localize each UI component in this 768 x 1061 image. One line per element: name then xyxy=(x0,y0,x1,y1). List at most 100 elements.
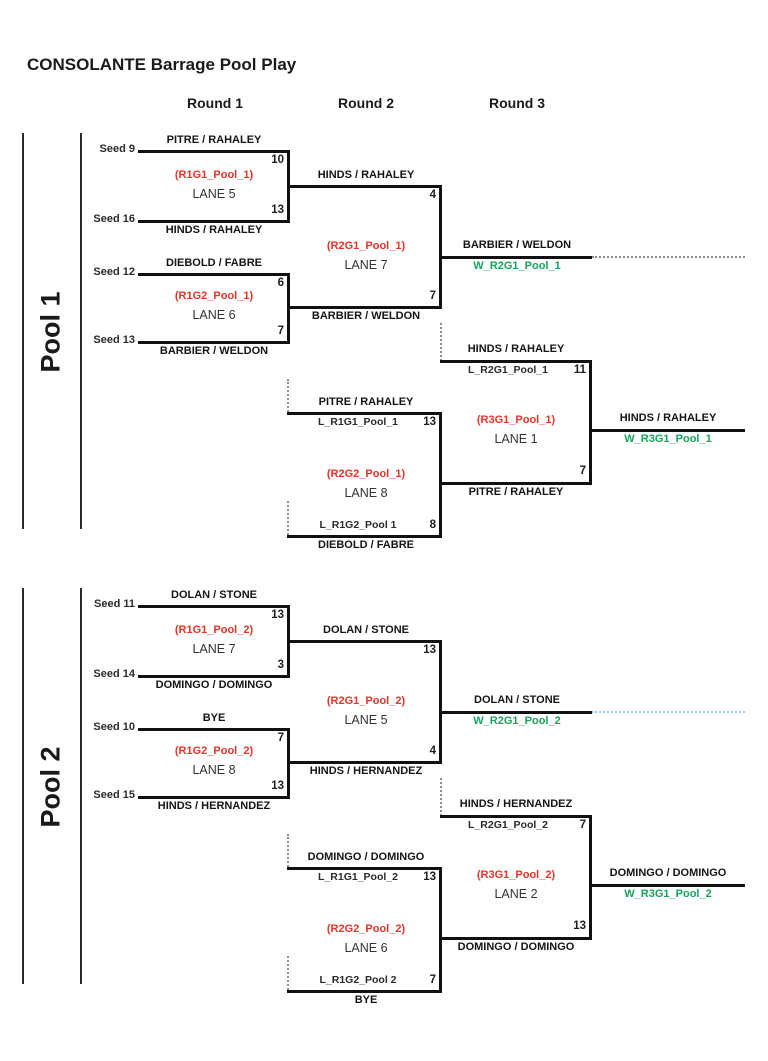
bracket-vertical xyxy=(439,412,442,538)
match-entry-line xyxy=(440,937,592,940)
score: 13 xyxy=(423,416,436,428)
lane-label: LANE 8 xyxy=(192,763,236,777)
lane-label: LANE 7 xyxy=(344,258,388,272)
score: 7 xyxy=(579,465,586,477)
seed-line xyxy=(138,605,290,608)
match-entry-line xyxy=(287,185,442,188)
lane-label: LANE 5 xyxy=(192,187,236,201)
score: 13 xyxy=(573,920,586,932)
pool-boundary-line xyxy=(22,588,24,984)
winner-line xyxy=(439,711,592,714)
team-name: DIEBOLD / FABRE xyxy=(166,257,262,269)
winner-tag: W_R3G1_Pool_2 xyxy=(624,888,712,900)
score: 7 xyxy=(277,732,284,744)
winner-tag: W_R2G1_Pool_2 xyxy=(473,715,561,727)
team-name: DOLAN / STONE xyxy=(323,624,409,636)
team-name: DOMINGO / DOMINGO xyxy=(307,851,425,863)
pool-2-section: Pool 2 Seed 11 Seed 14 Seed 10 Seed 15 xyxy=(0,580,768,1020)
winner-team-name: BARBIER / WELDON xyxy=(462,239,572,251)
loser-tag: L_R2G1_Pool_2 xyxy=(468,819,548,831)
match-id: (R1G2_Pool_2) xyxy=(174,745,254,757)
winner-tag: W_R2G1_Pool_1 xyxy=(473,260,561,272)
match-id: (R2G1_Pool_2) xyxy=(326,695,406,707)
team-name: DOMINGO / DOMINGO xyxy=(457,941,575,953)
match-id: (R2G2_Pool_1) xyxy=(326,468,406,480)
score: 7 xyxy=(429,974,436,986)
match-entry-line xyxy=(287,990,442,993)
match-id: (R2G1_Pool_1) xyxy=(326,240,406,252)
match-entry-line xyxy=(440,360,592,363)
score: 11 xyxy=(573,364,586,376)
seed-line xyxy=(138,796,290,799)
round-1-header: Round 1 xyxy=(187,95,243,111)
match-entry-line xyxy=(287,306,442,309)
seed-line xyxy=(138,220,290,223)
bracket-vertical xyxy=(439,185,442,309)
lane-label: LANE 5 xyxy=(344,713,388,727)
team-name: DIEBOLD / FABRE xyxy=(318,539,414,551)
match-id: (R1G1_Pool_2) xyxy=(174,624,254,636)
pool-boundary-line xyxy=(22,133,24,529)
score: 6 xyxy=(277,277,284,289)
match-id: (R3G1_Pool_2) xyxy=(476,869,556,881)
team-name: PITRE / RAHALEY xyxy=(166,134,262,146)
match-entry-line xyxy=(287,640,442,643)
seed-line xyxy=(138,728,290,731)
match-entry-line xyxy=(440,482,592,485)
winner-team-name: HINDS / RAHALEY xyxy=(619,412,717,424)
round-3-header: Round 3 xyxy=(489,95,545,111)
winner-team-name: DOMINGO / DOMINGO xyxy=(609,867,727,879)
match-entry-line xyxy=(287,412,442,415)
winner-team-name: DOLAN / STONE xyxy=(474,694,560,706)
seed-line xyxy=(138,675,290,678)
match-id: (R2G2_Pool_2) xyxy=(326,923,406,935)
seed-label: Seed 16 xyxy=(93,213,135,225)
lane-label: LANE 2 xyxy=(494,887,538,901)
winner-line xyxy=(439,256,592,259)
team-name: BARBIER / WELDON xyxy=(311,310,421,322)
loser-drop-dotted xyxy=(287,501,289,535)
team-name: HINDS / RAHALEY xyxy=(317,169,415,181)
loser-drop-dotted xyxy=(287,379,289,412)
score: 3 xyxy=(277,659,284,671)
lane-label: LANE 6 xyxy=(192,308,236,322)
team-name: DOLAN / STONE xyxy=(171,589,257,601)
seed-label: Seed 13 xyxy=(93,334,135,346)
score: 7 xyxy=(579,819,586,831)
seed-line xyxy=(138,341,290,344)
score: 10 xyxy=(271,154,284,166)
team-name: HINDS / HERNANDEZ xyxy=(459,798,573,810)
seed-line xyxy=(138,273,290,276)
match-entry-line xyxy=(440,815,592,818)
pool-1-section: Pool 1 Seed 9 Seed 16 Seed 12 Seed 13 xyxy=(0,125,768,565)
score: 13 xyxy=(423,644,436,656)
team-name: PITRE / RAHALEY xyxy=(318,396,414,408)
loser-tag: L_R1G2_Pool 2 xyxy=(319,974,397,986)
advance-trail-dotted xyxy=(592,256,745,258)
team-name: HINDS / HERNANDEZ xyxy=(157,800,271,812)
loser-tag: L_R1G1_Pool_2 xyxy=(318,871,398,883)
match-id: (R1G1_Pool_1) xyxy=(174,169,254,181)
seed-label: Seed 11 xyxy=(94,598,135,610)
bracket-vertical xyxy=(589,815,592,940)
score: 8 xyxy=(429,519,436,531)
score: 7 xyxy=(277,325,284,337)
team-name: BYE xyxy=(202,712,226,724)
score: 7 xyxy=(429,290,436,302)
loser-tag: L_R2G1_Pool_1 xyxy=(468,364,548,376)
pool-boundary-line xyxy=(80,133,82,529)
lane-label: LANE 8 xyxy=(344,486,388,500)
match-entry-line xyxy=(287,867,442,870)
seed-label: Seed 10 xyxy=(93,721,135,733)
lane-label: LANE 1 xyxy=(494,432,538,446)
pool-label: Pool 1 xyxy=(35,291,66,373)
score: 4 xyxy=(429,745,436,757)
match-entry-line xyxy=(287,761,442,764)
score: 13 xyxy=(271,609,284,621)
loser-drop-dotted xyxy=(440,323,442,361)
loser-drop-dotted xyxy=(287,834,289,867)
seed-label: Seed 12 xyxy=(93,266,135,278)
score: 13 xyxy=(271,204,284,216)
seed-label: Seed 15 xyxy=(93,789,135,801)
